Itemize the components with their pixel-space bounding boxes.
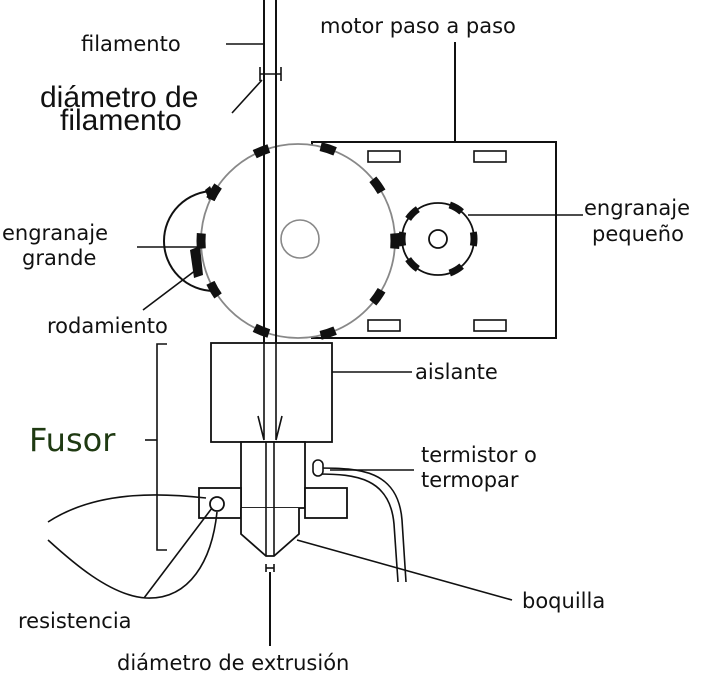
label-filamento: filamento — [81, 32, 181, 56]
motor-slot — [473, 319, 507, 332]
thermistor-wire — [317, 467, 407, 583]
gear-tooth — [405, 257, 420, 272]
gear-tooth — [319, 142, 337, 156]
label-engranaje-pequeno: engranaje — [584, 196, 690, 220]
label-termistor: termistor o — [421, 443, 537, 467]
melt-channel — [257, 340, 283, 441]
gear-tooth — [206, 183, 222, 202]
motor-slot — [473, 150, 507, 163]
resistencia-leader — [143, 507, 213, 599]
gear-tooth — [369, 287, 386, 306]
thermistor-wire — [317, 473, 399, 583]
small-gear-teeth — [398, 201, 478, 277]
gear-tooth — [405, 206, 420, 221]
heater-block — [240, 441, 306, 509]
label-fusor: Fusor — [29, 421, 116, 459]
label-diametro-filamento: diámetro de — [40, 81, 198, 114]
label-termistor: termopar — [421, 468, 519, 492]
boquilla-leader — [296, 539, 513, 601]
gear-tooth — [369, 176, 386, 195]
gear-tooth — [469, 231, 478, 247]
rodamiento-leader — [142, 269, 197, 311]
diametro-leader — [231, 79, 263, 114]
small-gear-hub — [428, 229, 448, 249]
gear-tooth — [319, 326, 337, 340]
label-diametro-filamento: filamento — [60, 104, 182, 137]
insulator-block — [210, 342, 333, 443]
gear-tooth — [252, 144, 271, 159]
label-boquilla: boquilla — [522, 589, 605, 613]
big-gear-teeth — [196, 142, 400, 340]
big-gear-hub — [280, 219, 320, 259]
gear-tooth — [448, 263, 464, 277]
resistor-icon — [209, 496, 225, 512]
label-engranaje-grande: grande — [22, 246, 96, 270]
gear-tooth — [206, 280, 222, 299]
nozzle — [240, 508, 300, 557]
gear-tooth — [252, 323, 271, 338]
label-engranaje-grande: engranaje — [2, 221, 108, 245]
label-diametro-extrusion: diámetro de extrusión — [117, 651, 349, 675]
resistor-wire — [47, 494, 207, 523]
sensor-block — [304, 487, 348, 519]
bearing-teeth — [190, 186, 216, 278]
label-aislante: aislante — [415, 360, 498, 384]
motor-slot — [367, 319, 401, 332]
label-motor: motor paso a paso — [320, 14, 516, 38]
label-resistencia: resistencia — [18, 609, 132, 633]
thermistor-bead — [312, 459, 324, 477]
label-engranaje-pequeno: pequeño — [592, 222, 684, 246]
label-rodamiento: rodamiento — [47, 314, 168, 338]
gear-tooth — [448, 201, 464, 215]
resistor-wire — [47, 511, 218, 599]
motor-slot — [367, 150, 401, 163]
fusor-bracket — [156, 343, 167, 551]
gear-tooth — [398, 231, 407, 247]
